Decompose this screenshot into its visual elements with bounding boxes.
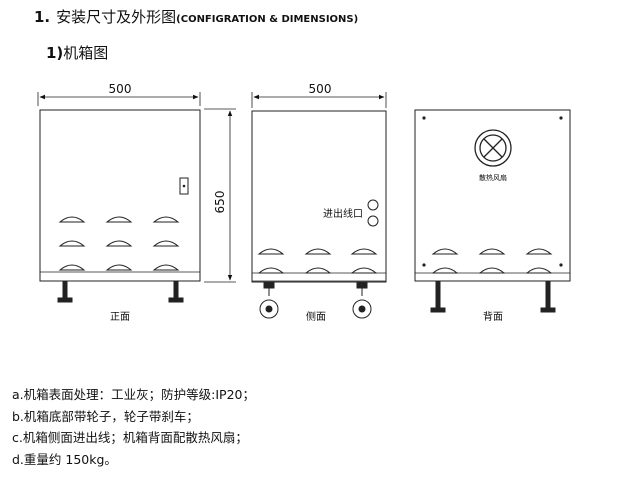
front-cabinet-body: [39, 109, 201, 282]
back-vents: [431, 248, 553, 274]
cooling-fan-icon: [474, 129, 512, 167]
subsection-title: 机箱图: [63, 44, 109, 62]
note-weight: d.重量约 150kg。: [12, 451, 117, 467]
cooling-fan-label: 散热风扇: [479, 173, 507, 182]
front-feet: [57, 281, 184, 303]
subsection-heading: 1)机箱图: [46, 42, 108, 63]
back-feet: [430, 281, 556, 313]
door-lock: [179, 177, 189, 195]
side-cabinet-body: [251, 110, 387, 283]
side-view-label: 侧面: [306, 310, 326, 323]
front-width-label: 500: [109, 82, 132, 96]
section-title-cn: 安装尺寸及外形图: [56, 8, 177, 26]
side-width-label: 500: [309, 82, 332, 96]
spec-notes: a.机箱表面处理：工业灰；防护等级:IP20； b.机箱底部带轮子，轮子带刹车；…: [12, 384, 255, 470]
note-wiring: c.机箱侧面进出线；机箱背面配散热风扇；: [12, 430, 248, 445]
note-wheels: b.机箱底部带轮子，轮子带刹车；: [12, 408, 199, 424]
cable-inlet-upper: [367, 199, 379, 211]
note-surface: a.机箱表面处理：工业灰；防护等级:IP20；: [12, 387, 255, 402]
cable-inlet-label: 进出线口: [323, 207, 363, 220]
front-height-label: 650: [213, 191, 227, 214]
back-view: [414, 109, 571, 313]
subsection-index: 1): [46, 44, 64, 62]
front-view-label: 正面: [110, 312, 130, 323]
side-vents: [257, 248, 378, 274]
section-heading: 1. 安装尺寸及外形图(CONFIGRATION & DIMENSIONS): [34, 6, 358, 27]
side-view: [251, 92, 387, 319]
front-view: [37, 92, 236, 303]
back-view-label: 背面: [483, 310, 503, 323]
cable-inlet-lower: [367, 215, 379, 227]
section-number: 1.: [34, 8, 51, 26]
front-vents: [58, 216, 180, 271]
section-title-en: (CONFIGRATION & DIMENSIONS): [176, 14, 359, 25]
side-casters: [259, 281, 372, 319]
